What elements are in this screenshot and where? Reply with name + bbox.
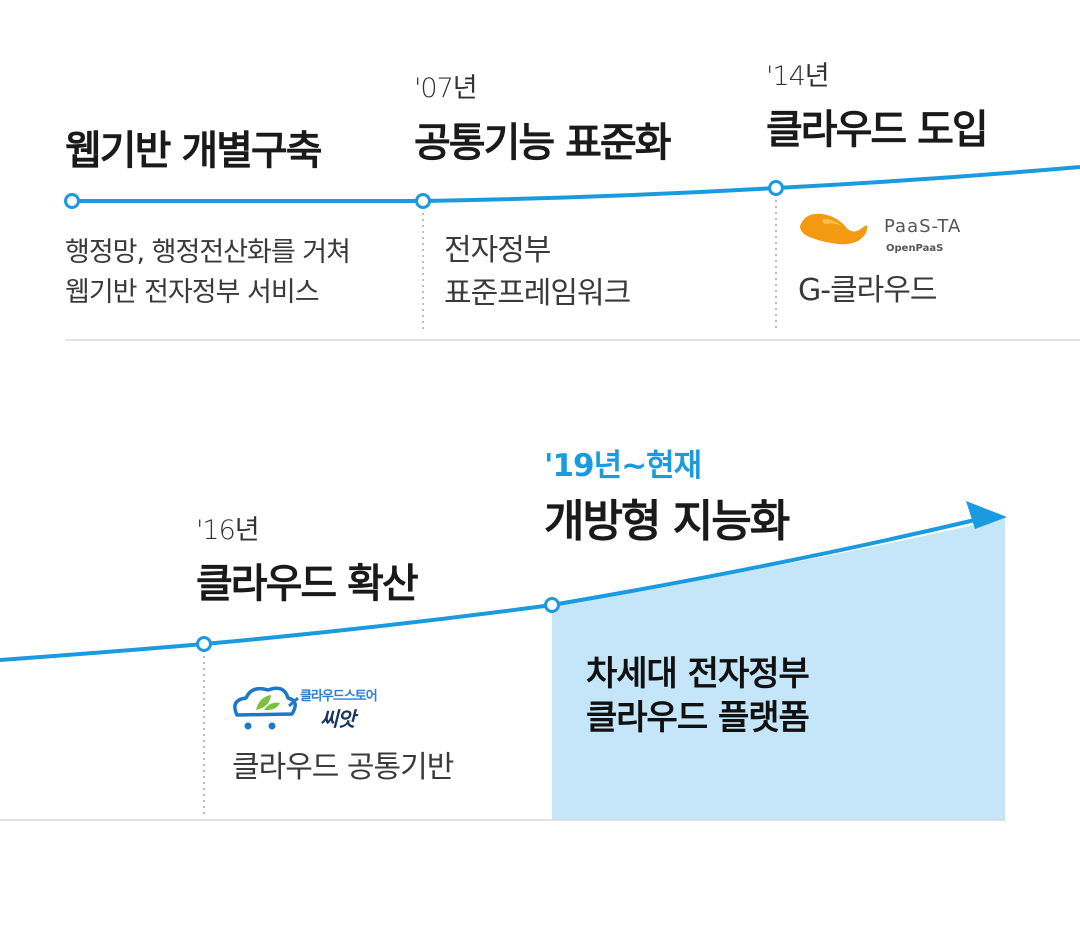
stage-3-desc: G-클라우드 <box>798 273 937 308</box>
stage-5-desc-line-2: 클라우드 플랫폼 <box>586 698 810 738</box>
stage-1-desc-line-1: 행정망, 행정전산화를 거쳐 <box>65 237 351 268</box>
stage-5-title: 개방형 지능화 <box>544 496 790 547</box>
timeline-node-3 <box>768 180 784 196</box>
paas-ta-logo-icon <box>800 213 868 245</box>
timeline-line-bottom <box>0 518 976 662</box>
cloud-store-logo-wordmark: 씨앗 <box>320 707 356 731</box>
stage-1-desc-line-2: 웹기반 전자정부 서비스 <box>65 277 320 308</box>
stage-3-title: 클라우드 도입 <box>766 107 989 153</box>
timeline-node-1 <box>64 193 80 209</box>
paas-ta-logo-name: PaaS-TA <box>884 216 962 237</box>
stage-5-desc-line-1: 차세대 전자정부 <box>586 654 810 694</box>
arrow-head-icon <box>966 501 1007 529</box>
stage-2-title: 공통기능 표준화 <box>414 120 672 166</box>
stage-2-year: '07년 <box>414 73 478 104</box>
stage-4-year: '16년 <box>196 515 260 546</box>
stage-4-title: 클라우드 확산 <box>196 561 419 607</box>
paas-ta-logo-subtitle: OpenPaaS <box>886 243 944 254</box>
cloud-store-logo-icon <box>233 686 299 730</box>
stage-2-desc-line-2: 표준프레임워크 <box>444 276 631 311</box>
stage-4-desc: 클라우드 공통기반 <box>232 750 454 785</box>
stage-5-year: '19년~현재 <box>544 448 702 484</box>
timeline-node-2 <box>415 193 431 209</box>
stage-1-title: 웹기반 개별구축 <box>65 128 323 174</box>
timeline-node-5 <box>544 597 560 613</box>
cloud-store-logo-name: 클라우드스토어 <box>300 689 378 704</box>
highlight-area <box>552 518 1005 820</box>
stage-3-year: '14년 <box>766 61 830 92</box>
stage-2-desc-line-1: 전자정부 <box>444 233 551 268</box>
timeline-node-4 <box>196 636 212 652</box>
